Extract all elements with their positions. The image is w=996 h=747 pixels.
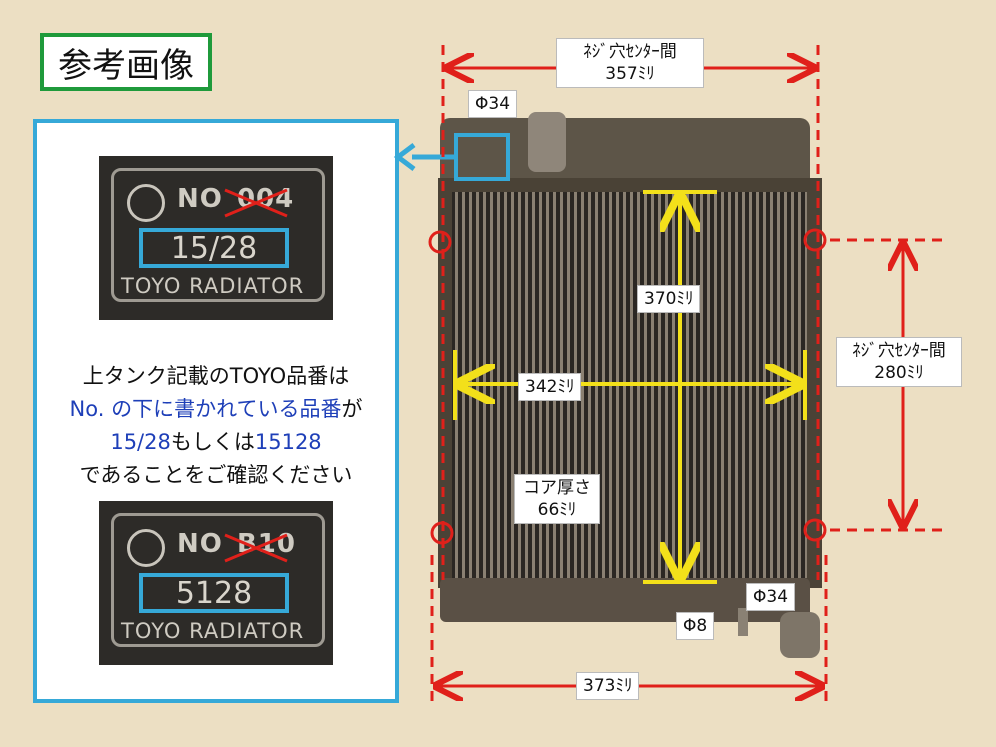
plate-callout-arrowhead: [393, 143, 416, 171]
mount-guides: [430, 45, 945, 708]
toyo-logo-icon: [127, 184, 165, 222]
label-core-width: 342ﾐﾘ: [518, 373, 582, 401]
plate-number-box: 15/28: [139, 228, 289, 268]
mount-hole-icon: [428, 228, 827, 545]
label-core-height: 370ﾐﾘ: [637, 285, 701, 313]
label-top-pitch: ﾈｼﾞ穴ｾﾝﾀｰ間 357ﾐﾘ: [556, 38, 704, 88]
plate-brand: TOYO RADIATOR: [121, 274, 305, 298]
plate-brand: TOYO RADIATOR: [121, 619, 305, 643]
plate-no-label: NO B10: [177, 529, 295, 559]
plate-photo-bottom: NO B10 5128 TOYO RADIATOR: [99, 501, 333, 665]
label-drain: Φ8: [676, 612, 715, 640]
plate-frame: [111, 513, 325, 647]
page-title: 参考画像: [40, 33, 212, 91]
info-panel: NO 004 15/28 TOYO RADIATOR 上タンク記載のTOYO品番…: [33, 119, 399, 703]
label-overall-width: 373ﾐﾘ: [576, 672, 640, 700]
label-core-thickness: コア厚さ 66ﾐﾘ: [514, 474, 600, 524]
label-inlet: Φ34: [468, 90, 518, 118]
toyo-logo-icon: [127, 529, 165, 567]
plate-photo-top: NO 004 15/28 TOYO RADIATOR: [99, 156, 333, 320]
label-side-pitch: ﾈｼﾞ穴ｾﾝﾀｰ間 280ﾐﾘ: [836, 337, 962, 387]
label-outlet: Φ34: [746, 583, 796, 611]
cross-mark-icon: [224, 188, 288, 218]
part-number-note: 上タンク記載のTOYO品番は No. の下に書かれている品番が 15/28もしく…: [69, 364, 363, 487]
plate-number-box: 5128: [139, 573, 289, 613]
plate-frame: [111, 168, 325, 302]
cross-mark-icon: [224, 533, 288, 563]
